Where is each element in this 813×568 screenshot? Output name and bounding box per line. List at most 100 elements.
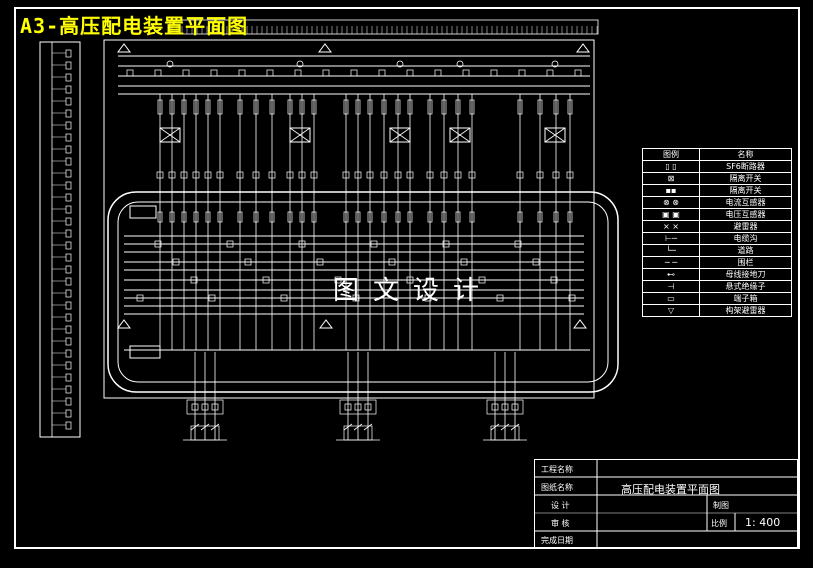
breaker-icon xyxy=(517,211,523,223)
legend-symbol: ⊣ xyxy=(643,281,700,292)
ct-icon xyxy=(354,171,362,179)
disconnector-icon xyxy=(217,99,223,115)
disconnector-icon xyxy=(455,99,461,115)
ct-icon xyxy=(268,171,276,179)
outer-border xyxy=(14,7,800,549)
legend-symbol: ⊗ ⊗ xyxy=(643,197,700,208)
legend-row: ▣ ▣电压互感器 xyxy=(643,209,791,221)
disconnector-icon xyxy=(367,99,373,115)
transformer-box xyxy=(544,127,566,143)
breaker-icon xyxy=(287,211,293,223)
disconnector-icon xyxy=(205,99,211,115)
ct-icon xyxy=(366,171,374,179)
breaker-icon xyxy=(553,211,559,223)
legend-symbol: ⊢─ xyxy=(643,233,700,244)
legend-symbol: ▯ ▯ xyxy=(643,161,700,172)
ct-icon xyxy=(440,171,448,179)
legend-name: 隔离开关 xyxy=(729,174,762,183)
breaker-icon xyxy=(157,211,163,223)
breaker-icon xyxy=(269,211,275,223)
breaker-icon xyxy=(217,211,223,223)
ct-icon xyxy=(211,403,219,411)
breaker-icon xyxy=(537,211,543,223)
legend-row: ▽ 构架避雷器 xyxy=(643,305,791,316)
ct-icon xyxy=(491,403,499,411)
legend-name: 端子箱 xyxy=(733,294,758,303)
breaker-icon xyxy=(299,211,305,223)
disconnector-icon xyxy=(355,99,361,115)
breaker-icon xyxy=(469,211,475,223)
disconnector-icon xyxy=(299,99,305,115)
disconnector-icon xyxy=(181,99,187,115)
legend-name: 电压互感器 xyxy=(725,210,766,219)
legend-table: 图例 名称 ▯ ▯ SF6断路器 ⊠ 隔离开关▪▪ 隔离开关 ⊗ ⊗ 电流互感器 ▣ ▣电压互… xyxy=(642,148,792,317)
ct-icon xyxy=(501,403,509,411)
disconnector-icon xyxy=(427,99,433,115)
breaker-icon xyxy=(407,211,413,223)
arrester-icon xyxy=(117,319,131,329)
legend-name: 悬式绝缘子 xyxy=(725,282,766,291)
transformer-box xyxy=(289,127,311,143)
legend-row: ▭ 端子箱 xyxy=(643,293,791,305)
ct-icon xyxy=(156,171,164,179)
breaker-icon xyxy=(381,211,387,223)
switchyard-frame xyxy=(103,39,595,399)
legend-row: └─道路 xyxy=(643,245,791,257)
breaker-icon xyxy=(395,211,401,223)
legend-name: 电流互感器 xyxy=(725,198,766,207)
ct-icon xyxy=(310,171,318,179)
top-ruler xyxy=(169,19,599,35)
ct-icon xyxy=(511,403,519,411)
legend-symbol: ─ ─ xyxy=(643,257,700,268)
ct-icon xyxy=(286,171,294,179)
upper-busbars xyxy=(117,43,590,95)
ct-icon xyxy=(192,171,200,179)
legend-name: 避雷器 xyxy=(733,222,758,231)
legend-symbol: ▭ xyxy=(643,293,700,304)
legend-row: ⊢─ 电缆沟 xyxy=(643,233,791,245)
breaker-icon xyxy=(253,211,259,223)
ct-icon xyxy=(552,171,560,179)
legend-header-symbol: 图例 xyxy=(643,149,700,160)
legend-name: 构架避雷器 xyxy=(725,306,766,315)
ct-icon xyxy=(566,171,574,179)
ct-icon xyxy=(298,171,306,179)
finish-date-label: 完成日期 xyxy=(541,536,573,545)
disconnector-icon xyxy=(441,99,447,115)
legend-row: ⊠ 隔离开关 xyxy=(643,173,791,185)
legend-row: ⊷母线接地刀 xyxy=(643,269,791,281)
legend-symbol: × × xyxy=(643,221,700,232)
draw-label: 制图 xyxy=(713,501,729,510)
arrester-icon xyxy=(573,319,587,329)
ct-icon xyxy=(406,171,414,179)
design-label: 设 计 xyxy=(551,501,570,510)
arrester-icon xyxy=(318,43,332,53)
legend-symbol: ▽ xyxy=(643,305,700,316)
ct-icon xyxy=(454,171,462,179)
legend-name: 电缆沟 xyxy=(733,234,758,243)
legend-row: × × 避雷器 xyxy=(643,221,791,233)
legend-symbol: ▪▪ xyxy=(643,185,700,196)
watermark-text: 图文设计 xyxy=(333,276,494,306)
scale-value: 1: 400 xyxy=(745,516,781,529)
legend-name: SF6断路器 xyxy=(726,162,765,171)
legend-header: 图例 名称 xyxy=(643,149,791,161)
disconnector-icon xyxy=(287,99,293,115)
ct-icon xyxy=(516,171,524,179)
ct-icon xyxy=(344,403,352,411)
disconnector-icon xyxy=(193,99,199,115)
legend-name: 道路 xyxy=(737,246,754,255)
breaker-icon xyxy=(441,211,447,223)
breaker-icon xyxy=(169,211,175,223)
review-label: 审 核 xyxy=(551,519,570,528)
drawing-title: A3-高压配电装置平面图 xyxy=(20,14,249,38)
disconnector-icon xyxy=(253,99,259,115)
legend-symbol: ⊠ xyxy=(643,173,700,184)
disconnector-icon xyxy=(395,99,401,115)
arrester-icon xyxy=(319,319,333,329)
disconnector-icon xyxy=(517,99,523,115)
ct-icon xyxy=(168,171,176,179)
project-name-label: 工程名称 xyxy=(541,465,573,474)
outgoing-feeders xyxy=(183,352,527,441)
